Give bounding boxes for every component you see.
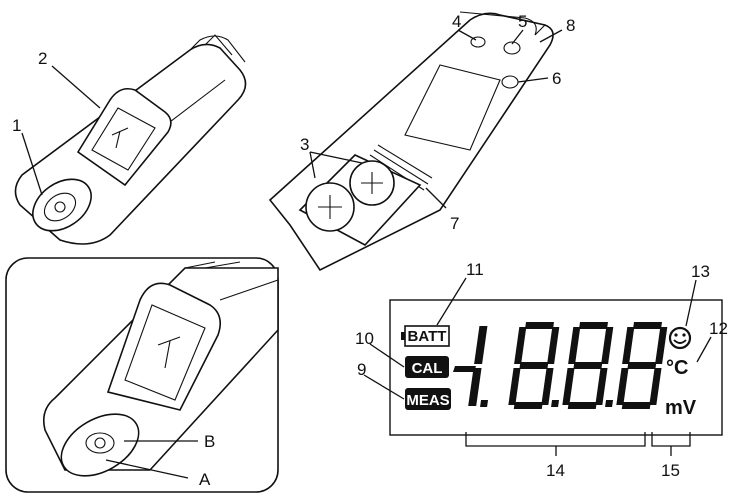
callout-11: 11 — [466, 260, 484, 279]
callout-14: 14 — [546, 461, 565, 480]
inset-zoom-drawing — [5, 257, 279, 493]
digit-1 — [468, 326, 489, 407]
callout-15: 15 — [661, 461, 680, 480]
cal-indicator: CAL — [405, 356, 449, 378]
unit-celsius: °C — [666, 357, 688, 379]
decimal-point-1 — [480, 400, 489, 407]
leader-lines — [21, 29, 712, 479]
callout-4: 4 — [452, 12, 461, 31]
minus-segment — [453, 366, 476, 372]
meter-battery-drawing — [268, 11, 554, 272]
callout-12: 12 — [709, 319, 728, 338]
smiley-icon — [668, 326, 692, 350]
callout-8: 8 — [566, 16, 575, 35]
meter-open-lid-drawing — [14, 34, 247, 245]
callout-5: 5 — [518, 12, 527, 31]
callout-labels: 1 2 3 4 5 6 7 8 9 10 11 12 13 14 15 A B — [12, 12, 728, 489]
callout-10: 10 — [355, 329, 374, 348]
batt-label: BATT — [408, 328, 447, 345]
callout-B: B — [204, 432, 215, 451]
cal-label: CAL — [412, 360, 443, 377]
callout-2: 2 — [38, 49, 47, 68]
digit-3 — [562, 322, 614, 409]
callout-A: A — [199, 470, 211, 489]
digit-4 — [616, 322, 668, 409]
digit-2 — [508, 322, 560, 409]
callout-1: 1 — [12, 116, 21, 135]
lcd-display: BATT CAL MEAS — [389, 299, 723, 456]
callout-13: 13 — [691, 262, 710, 281]
meas-indicator: MEAS — [405, 388, 451, 410]
callout-9: 9 — [357, 360, 366, 379]
unit-mv: mV — [665, 397, 697, 419]
callout-7: 7 — [450, 214, 459, 233]
callout-3: 3 — [300, 135, 309, 154]
decimal-point-2 — [551, 400, 560, 407]
callout-6: 6 — [552, 69, 561, 88]
meas-label: MEAS — [406, 392, 449, 409]
decimal-point-3 — [605, 400, 614, 407]
batt-indicator: BATT — [401, 325, 450, 347]
